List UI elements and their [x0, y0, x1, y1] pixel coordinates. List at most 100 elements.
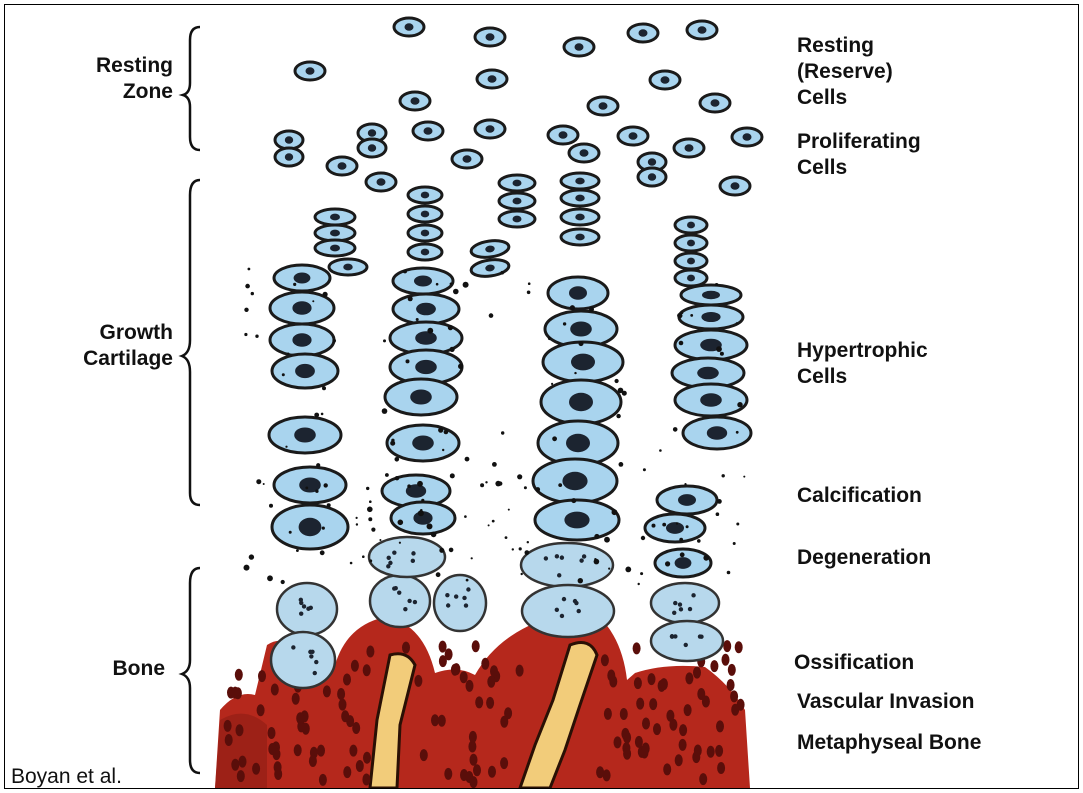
bone-dot — [257, 704, 265, 716]
speckle — [383, 339, 386, 342]
degen-cell — [369, 537, 445, 577]
speckle — [293, 283, 296, 286]
bone-dot — [274, 768, 282, 780]
speckle — [315, 490, 318, 493]
degen-speck — [454, 594, 458, 598]
cell — [561, 229, 599, 245]
speckle — [681, 311, 684, 314]
degen-speck — [411, 559, 415, 563]
degen-cell — [651, 583, 719, 623]
cell — [561, 209, 599, 225]
bone-dot — [431, 714, 439, 726]
degen-speck — [299, 611, 303, 615]
speckle — [616, 414, 620, 418]
speckle — [471, 557, 473, 559]
cell — [475, 28, 505, 46]
speckle — [524, 486, 527, 489]
degen-speck — [577, 609, 581, 613]
speckle — [245, 284, 250, 289]
bone-dot — [296, 712, 304, 724]
bone-dot — [339, 699, 347, 711]
speckle — [289, 531, 292, 534]
speckle — [417, 481, 423, 487]
speckle — [716, 346, 722, 352]
speckle — [736, 523, 739, 526]
speckle — [399, 542, 401, 544]
speckle — [679, 341, 684, 346]
speckle — [366, 487, 369, 490]
cell — [408, 244, 442, 260]
speckle — [356, 517, 358, 519]
cell — [272, 505, 348, 549]
cell — [548, 126, 578, 144]
bone-dot — [715, 745, 723, 757]
bone-dot — [258, 670, 266, 682]
bone-dot — [516, 665, 524, 677]
speckle — [403, 269, 407, 273]
speckle — [673, 427, 678, 432]
speckle — [570, 305, 575, 310]
degen-speck — [698, 634, 702, 638]
cell — [650, 71, 680, 89]
cell — [588, 97, 618, 115]
degen-cell — [370, 575, 430, 627]
bone-dot — [292, 693, 300, 705]
bone-dot — [460, 671, 468, 683]
label-calcification: Calcification — [797, 483, 922, 509]
bone-dot — [402, 642, 410, 654]
bone-dot — [723, 640, 731, 652]
bone-dot — [697, 688, 705, 700]
bone-dot — [472, 640, 480, 652]
speckle — [408, 296, 413, 301]
bone-dot — [236, 724, 244, 736]
degen-speck — [684, 643, 688, 647]
bone-dot — [500, 757, 508, 769]
speckle — [371, 528, 375, 532]
speckle — [316, 463, 320, 467]
bone-dot — [679, 739, 687, 751]
speckle — [263, 483, 265, 485]
speckle — [449, 548, 454, 553]
bone-dot — [604, 708, 612, 720]
cell — [274, 467, 346, 503]
cell — [628, 24, 658, 42]
speckle — [517, 474, 522, 479]
degen-speck — [579, 558, 583, 562]
bone-dot — [475, 696, 483, 708]
degen-speck — [387, 556, 391, 560]
label-vascular-invasion: Vascular Invasion — [797, 689, 974, 715]
cell — [675, 270, 707, 286]
bone-dot — [343, 674, 351, 686]
bone-dot — [363, 752, 371, 764]
degen-speck — [673, 601, 677, 605]
degen-speck — [413, 600, 417, 604]
speckle — [505, 536, 508, 539]
brace-growth-cartilage — [182, 180, 200, 505]
bone-dot — [317, 745, 325, 757]
cell — [675, 235, 707, 251]
cell — [329, 259, 367, 275]
cell — [543, 342, 623, 382]
speckle — [285, 446, 287, 448]
speckle — [248, 268, 251, 271]
cell — [679, 305, 743, 329]
bone-dot — [469, 731, 477, 743]
speckle — [604, 537, 610, 543]
cell — [675, 384, 747, 416]
cell — [315, 209, 355, 225]
speckle — [643, 468, 646, 471]
degen-speck — [466, 587, 470, 591]
speckle — [267, 575, 273, 581]
bone-dot — [500, 716, 508, 728]
cell — [675, 253, 707, 269]
cell — [535, 500, 619, 540]
speckle — [321, 413, 324, 416]
speckle — [501, 431, 504, 434]
left-braces — [182, 27, 200, 773]
speckle — [312, 300, 314, 302]
cell — [275, 148, 303, 166]
degen-cell — [271, 632, 335, 688]
speckle — [619, 462, 624, 467]
speckle — [465, 457, 470, 462]
degen-speck — [688, 607, 692, 611]
